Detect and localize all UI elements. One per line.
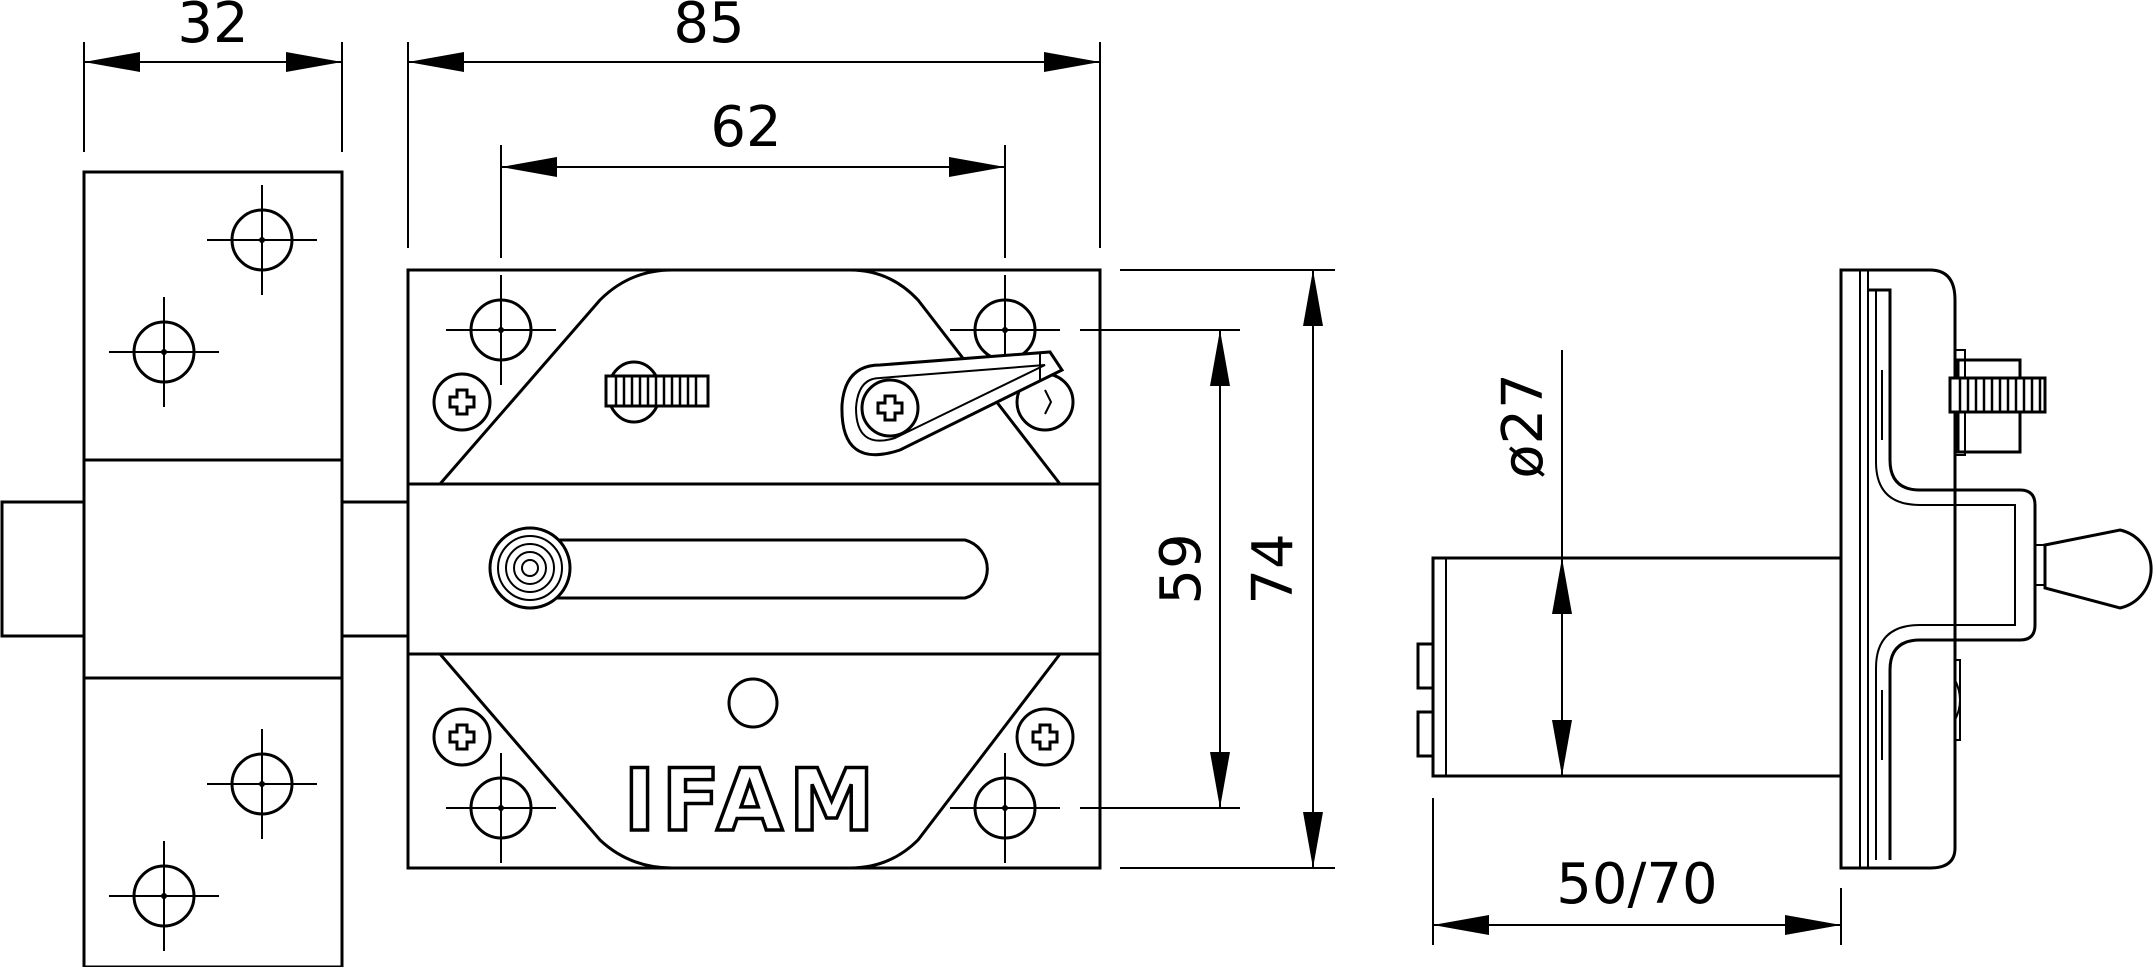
thumb-knob bbox=[604, 360, 710, 424]
dimension-50-70: 50/70 bbox=[1432, 798, 1842, 945]
front-hole-bottom-right bbox=[948, 751, 1062, 865]
dim-label-85: 85 bbox=[673, 0, 744, 56]
dim-label-62: 62 bbox=[710, 95, 781, 160]
mount-hole-2 bbox=[107, 295, 221, 409]
housing-profile bbox=[1868, 288, 2037, 860]
cylinder bbox=[1431, 556, 1843, 778]
mounting-plate bbox=[82, 170, 344, 967]
dimension-85: 85 bbox=[407, 0, 1101, 248]
front-view: IFAM bbox=[406, 268, 1102, 870]
dimension-59: 59 bbox=[1080, 329, 1240, 809]
dimension-62: 62 bbox=[500, 95, 1006, 258]
mount-hole-4 bbox=[107, 839, 221, 953]
dim-label-diameter: ø27 bbox=[1491, 373, 1556, 479]
dim-label-74: 74 bbox=[1241, 533, 1306, 604]
side-thumb-knob bbox=[1948, 349, 2047, 456]
bolt-end-right bbox=[340, 500, 410, 638]
lower-cover bbox=[438, 653, 1062, 870]
side-view bbox=[1416, 268, 2153, 870]
dim-label-59: 59 bbox=[1149, 533, 1214, 604]
mount-hole-1 bbox=[205, 183, 319, 297]
upper-cover bbox=[438, 268, 1062, 485]
side-plate bbox=[1839, 268, 1957, 870]
brand-logo: IFAM bbox=[623, 751, 880, 851]
mount-hole-3 bbox=[205, 727, 319, 841]
screw-bottom-right bbox=[1015, 707, 1075, 767]
lever-arm bbox=[840, 350, 1075, 457]
side-bolt-knob bbox=[2035, 528, 2153, 610]
screw-bottom-left bbox=[432, 707, 492, 767]
dimension-32: 32 bbox=[83, 0, 343, 152]
side-plate-view bbox=[0, 170, 410, 967]
keyhole bbox=[727, 677, 779, 729]
dim-label-32: 32 bbox=[177, 0, 248, 56]
bolt-slot bbox=[488, 526, 989, 610]
dimension-74: 74 bbox=[1120, 269, 1335, 869]
screw-top-left bbox=[432, 372, 492, 432]
bolt-end-left bbox=[0, 500, 86, 638]
dim-label-50-70: 50/70 bbox=[1556, 852, 1717, 917]
dimension-diameter-27: ø27 bbox=[1491, 350, 1572, 776]
